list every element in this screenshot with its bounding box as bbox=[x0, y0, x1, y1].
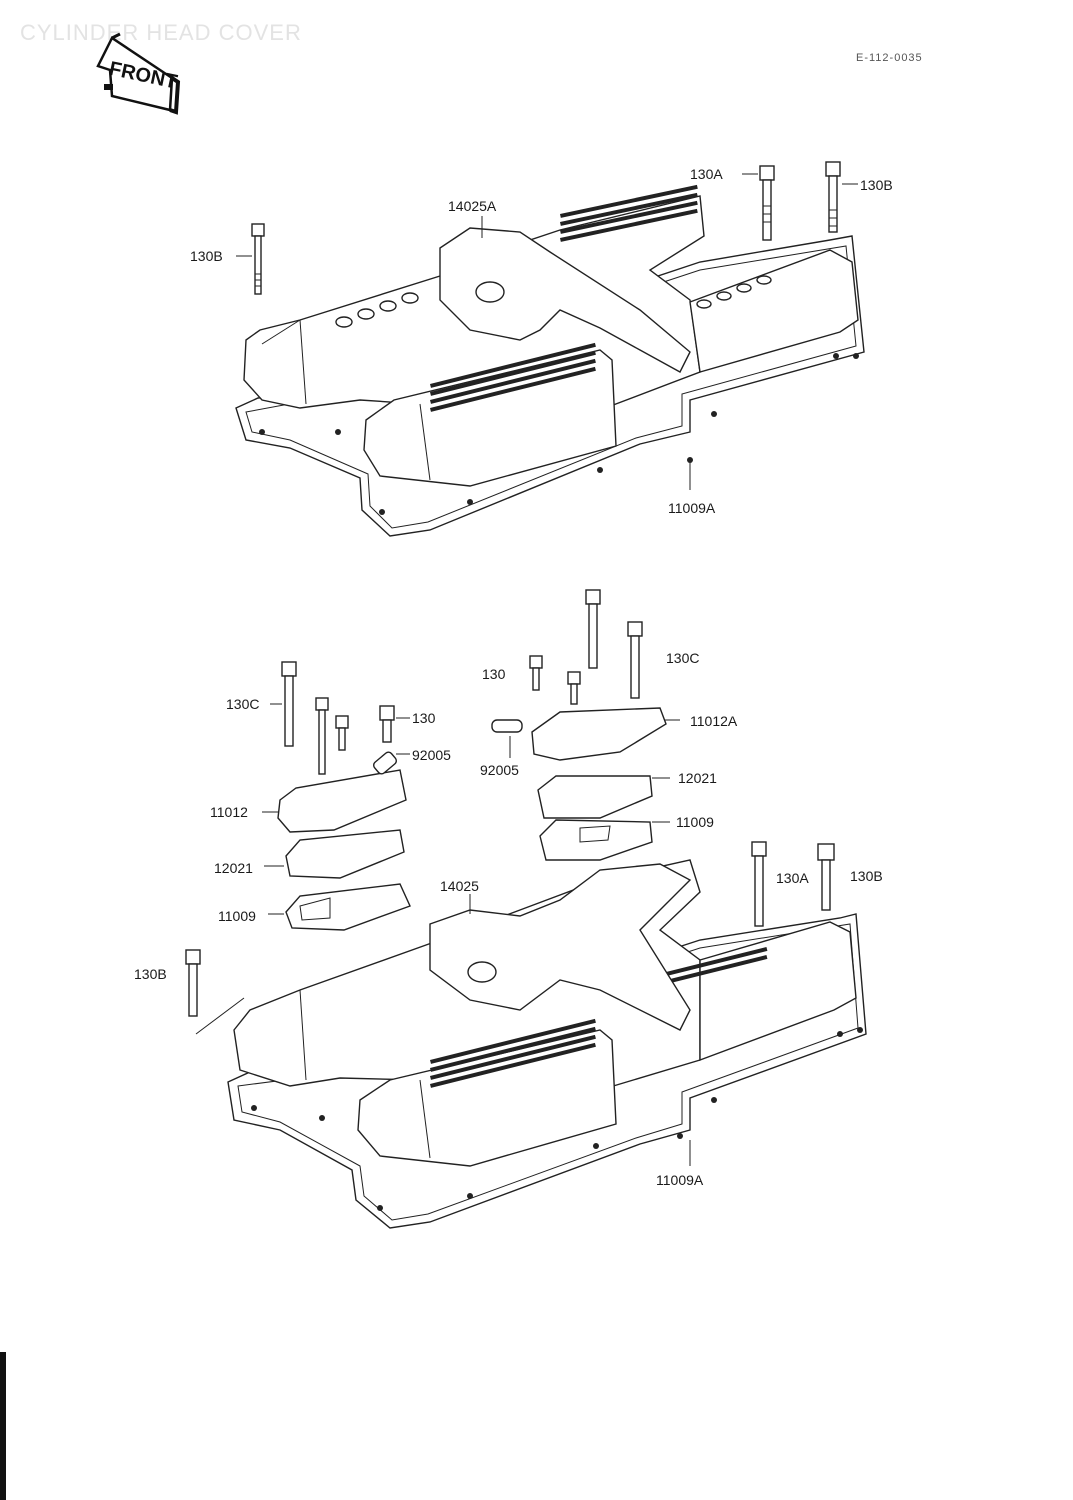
top-assembly bbox=[235, 161, 865, 537]
top-bolt-130B-left bbox=[251, 223, 265, 295]
bottom-assembly bbox=[185, 589, 867, 1229]
callout-130A: 130A bbox=[690, 166, 723, 182]
bottom-breather-14025 bbox=[429, 863, 692, 1031]
breather-cover-11012A bbox=[531, 707, 667, 761]
callout-11009-right: 11009 bbox=[676, 814, 714, 830]
callout-130-right: 130 bbox=[482, 666, 506, 682]
hose-92005-left bbox=[373, 751, 397, 775]
plate-12021-right bbox=[537, 775, 653, 819]
callout-130B-bottom-right: 130B bbox=[850, 868, 883, 884]
callout-14025: 14025 bbox=[440, 878, 479, 894]
callout-12021-left: 12021 bbox=[214, 860, 253, 876]
bolt-130-left-a bbox=[335, 715, 349, 751]
callout-11009A: 11009A bbox=[668, 500, 716, 516]
callout-130B-left: 130B bbox=[190, 248, 223, 264]
bolt-130B-bottom-left bbox=[185, 949, 201, 1017]
top-cover-front bbox=[363, 349, 617, 487]
bottom-cover-right bbox=[699, 921, 857, 1062]
hose-92005-right bbox=[491, 719, 523, 733]
top-bolt-130A bbox=[759, 165, 775, 241]
callout-11012A: 11012A bbox=[690, 713, 738, 729]
callout-130C-left: 130C bbox=[226, 696, 260, 712]
callout-130B-bottom-left: 130B bbox=[134, 966, 167, 982]
callout-11009A-bottom: 11009A bbox=[656, 1172, 704, 1188]
callout-92005-right: 92005 bbox=[480, 762, 519, 778]
page-title: CYLINDER HEAD COVER bbox=[20, 20, 302, 45]
front-arrow-icon: FRONT bbox=[96, 32, 181, 115]
bolt-130-left-b bbox=[379, 705, 395, 743]
breather-cover-11012 bbox=[277, 769, 407, 833]
plate-12021-left bbox=[285, 829, 405, 879]
bolt-130C-right bbox=[627, 621, 643, 699]
top-cover-rear-right bbox=[689, 249, 859, 373]
bolt-130-right-a bbox=[529, 655, 543, 691]
callout-92005-left: 92005 bbox=[412, 747, 451, 763]
diagram-code: E-112-0035 bbox=[856, 52, 923, 64]
scan-edge-bar bbox=[0, 1352, 6, 1500]
callout-130-left: 130 bbox=[412, 710, 436, 726]
gasket-11009-left bbox=[285, 883, 411, 931]
bolt-130C-left bbox=[281, 661, 297, 747]
callout-11012: 11012 bbox=[210, 804, 248, 820]
bolt-130C-right-tall bbox=[585, 589, 601, 669]
bolt-130-right-b bbox=[567, 671, 581, 705]
bolt-130A-bottom bbox=[751, 841, 767, 927]
callout-11009-left: 11009 bbox=[218, 908, 256, 924]
callout-130C-right: 130C bbox=[666, 650, 700, 666]
top-bolt-130B-right bbox=[825, 161, 841, 233]
gasket-11009-right bbox=[539, 819, 653, 861]
callout-14025A: 14025A bbox=[448, 198, 497, 214]
bolt-130B-bottom-right bbox=[817, 843, 835, 911]
top-breather-14025A bbox=[439, 227, 691, 373]
callout-12021-right: 12021 bbox=[678, 770, 717, 786]
bolt-short-1 bbox=[315, 697, 329, 775]
callout-130A-bottom: 130A bbox=[776, 870, 809, 886]
callout-130B-right: 130B bbox=[860, 177, 893, 193]
